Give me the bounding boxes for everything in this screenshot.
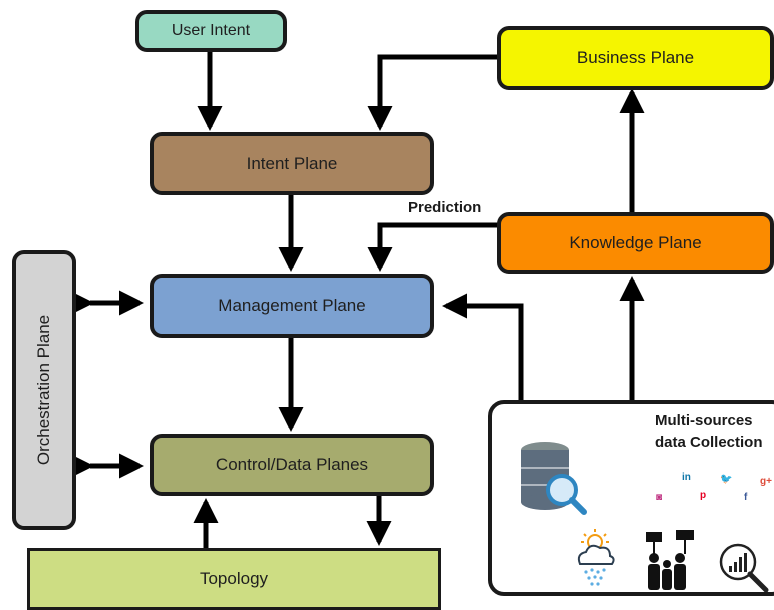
prediction-label: Prediction: [408, 199, 482, 216]
weather-icon: [577, 529, 615, 586]
business-plane-box: Business Plane: [497, 26, 774, 90]
control-data-planes-box: Control/Data Planes: [150, 434, 434, 496]
orchestration-plane-box: [12, 250, 76, 530]
management-plane-box: Management Plane: [150, 274, 434, 338]
multisource-title-line2: data Collection: [655, 434, 763, 451]
instagram-icon: ◙: [656, 492, 663, 503]
arrow-knowledge-to-management: [367, 222, 498, 273]
protest-people-icon: [646, 530, 694, 590]
twitter-icon: 🐦: [720, 474, 733, 485]
googleplus-icon: g+: [760, 476, 772, 487]
knowledge-plane-box: Knowledge Plane: [497, 212, 774, 274]
arrow-business-to-intent: [367, 54, 498, 132]
arrow-datacollection-to-management: [441, 293, 524, 400]
analytics-magnifier-icon: [719, 543, 769, 592]
database-search-icon: [521, 442, 587, 515]
intent-plane-box: Intent Plane: [150, 132, 434, 195]
facebook-icon: f: [744, 492, 748, 503]
linkedin-icon: in: [682, 472, 691, 483]
topology-box: Topology: [27, 548, 441, 610]
social-media-icons: in 🐦 g+ ◙ p f: [650, 472, 772, 512]
multisource-title-line1: Multi-sources: [655, 412, 753, 429]
orchestration-plane-label: Orchestration Plane: [34, 314, 53, 466]
multisource-title: Multi-sources data Collection: [655, 410, 774, 454]
user-intent-box: User Intent: [135, 10, 287, 52]
pinterest-icon: p: [700, 490, 707, 501]
